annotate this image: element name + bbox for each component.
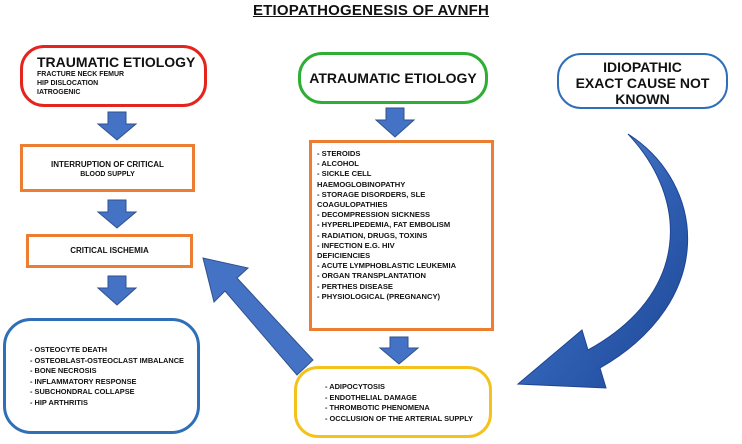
mechanism-item: - OCCLUSION OF THE ARTERIAL SUPPLY xyxy=(325,413,473,423)
idiopathic-line: KNOWN xyxy=(615,91,670,107)
critical-ischemia-box: CRITICAL ISCHEMIA xyxy=(26,234,193,268)
cause-item: HAEMOGLOBINOPATHY xyxy=(317,179,406,189)
idiopathic-line: IDIOPATHIC xyxy=(603,59,682,75)
interruption-box: INTERRUPTION OF CRITICAL BLOOD SUPPLY xyxy=(20,144,195,192)
traumatic-item: HIP DISLOCATION xyxy=(37,80,99,87)
down-arrow xyxy=(374,107,416,138)
cause-item: - HYPERLIPEDEMIA, FAT EMBOLISM xyxy=(317,220,451,230)
interruption-line: BLOOD SUPPLY xyxy=(80,171,135,178)
down-arrow xyxy=(378,336,420,365)
traumatic-heading: TRAUMATIC ETIOLOGY xyxy=(37,54,196,70)
idiopathic-line: EXACT CAUSE NOT xyxy=(575,75,710,91)
idiopathic-box: IDIOPATHIC EXACT CAUSE NOT KNOWN xyxy=(557,53,728,109)
cause-item: - ACUTE LYMPHOBLASTIC LEUKEMIA xyxy=(317,261,457,271)
cause-item: - RADIATION, DRUGS, TOXINS xyxy=(317,230,428,240)
atraumatic-etiology-box: ATRAUMATIC ETIOLOGY xyxy=(298,52,488,104)
outcome-item: - BONE NECROSIS xyxy=(30,366,97,375)
down-arrow xyxy=(96,275,138,306)
curved-arrow xyxy=(516,133,689,389)
cause-item: - PERTHES DISEASE xyxy=(317,281,393,291)
atraumatic-heading: ATRAUMATIC ETIOLOGY xyxy=(309,70,477,86)
mechanism-item: - ENDOTHELIAL DAMAGE xyxy=(325,392,417,402)
outcome-item: - INFLAMMATORY RESPONSE xyxy=(30,376,137,386)
cause-item: - STEROIDS xyxy=(317,149,361,158)
cause-item: - DECOMPRESSION SICKNESS xyxy=(317,210,431,220)
outcome-item: - SUBCHONDRAL COLLAPSE xyxy=(30,387,135,396)
diagram-title: ETIOPATHOGENESIS OF AVNFH xyxy=(252,2,490,19)
traumatic-etiology-box: TRAUMATIC ETIOLOGY FRACTURE NECK FEMUR H… xyxy=(20,45,207,107)
mechanism-item: - THROMBOTIC PHENOMENA xyxy=(325,403,430,412)
cause-item: - SICKLE CELL xyxy=(317,169,372,179)
outcome-item: - OSTEOCYTE DEATH xyxy=(30,345,108,354)
mechanism-item: - ADIPOCYTOSIS xyxy=(325,382,385,391)
cause-item: DEFICIENCIES xyxy=(317,251,371,261)
diagonal-arrow xyxy=(202,257,314,376)
atraumatic-causes-box: - STEROIDS - ALCOHOL - SICKLE CELL HAEMO… xyxy=(309,140,494,331)
cause-item: - ORGAN TRANSPLANTATION xyxy=(317,271,426,281)
down-arrow xyxy=(96,199,138,229)
critical-ischemia-label: CRITICAL ISCHEMIA xyxy=(70,246,149,255)
traumatic-item: FRACTURE NECK FEMUR xyxy=(37,71,125,78)
outcome-item: - HIP ARTHRITIS xyxy=(30,397,88,407)
mechanisms-box: - ADIPOCYTOSIS - ENDOTHELIAL DAMAGE - TH… xyxy=(294,366,492,438)
down-arrow xyxy=(96,111,138,141)
cause-item: COAGULOPATHIES xyxy=(317,200,388,210)
cause-item: - STORAGE DISORDERS, SLE xyxy=(317,189,426,199)
cause-item: - ALCOHOL xyxy=(317,159,359,169)
cause-item: - INFECTION E.G. HIV xyxy=(317,240,395,250)
outcomes-box: - OSTEOCYTE DEATH - OSTEOBLAST-OSTEOCLAS… xyxy=(3,318,200,434)
traumatic-item: IATROGENIC xyxy=(37,89,81,96)
cause-item: - PHYSIOLOGICAL (PREGNANCY) xyxy=(317,291,441,301)
outcome-item: - OSTEOBLAST-OSTEOCLAST IMBALANCE xyxy=(30,355,184,365)
interruption-line: INTERRUPTION OF CRITICAL xyxy=(51,160,164,169)
